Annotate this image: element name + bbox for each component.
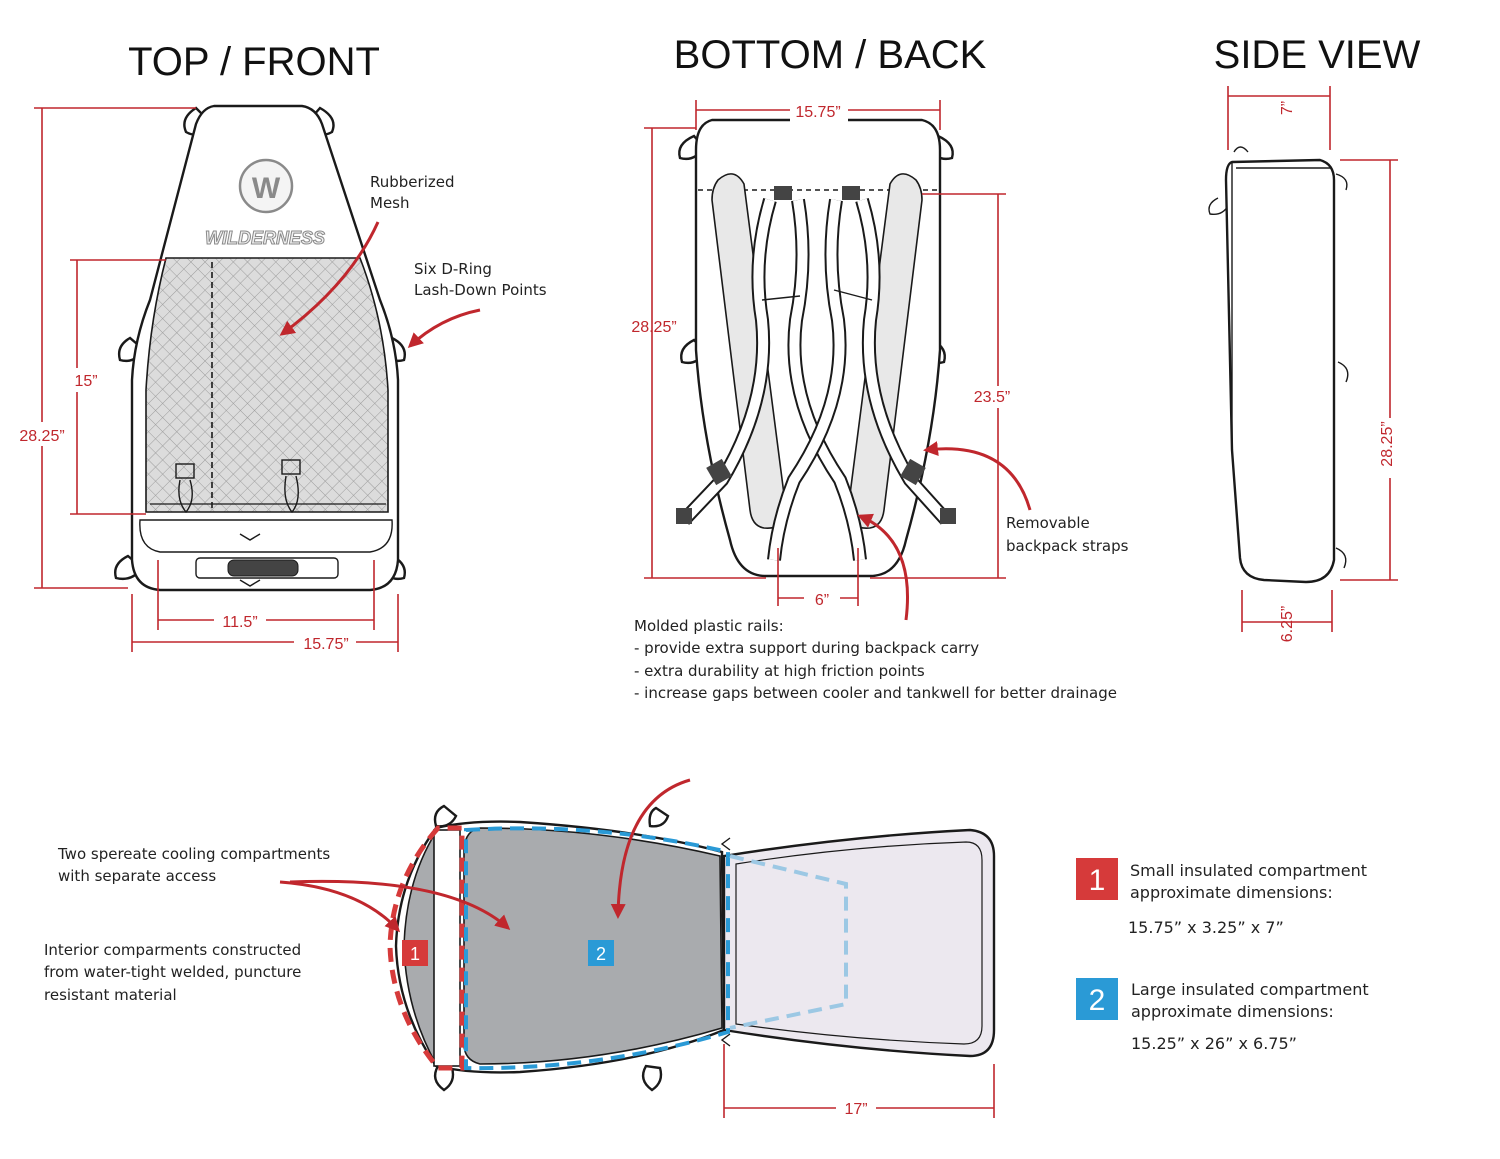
svg-text:approximate dimensions:: approximate dimensions: (1131, 1002, 1334, 1021)
side-view: 7” 28.25” 6.25” (1208, 86, 1402, 642)
back-height-dim: 28.25” (631, 319, 676, 336)
interior-note-line3: resistant material (44, 986, 177, 1004)
cooler-body-side (1224, 158, 1336, 584)
brand-logo: W WILDERNESS (204, 158, 326, 249)
top-height-dim: 28.25” (19, 428, 64, 445)
carry-handle (195, 533, 339, 587)
mesh-callout-line2: Mesh (370, 194, 410, 212)
compartments-note-line1: Two spereate cooling compartments (57, 845, 330, 863)
rails-note-line1: Molded plastic rails: (634, 617, 784, 635)
svg-text:W: W (252, 172, 281, 205)
legend: 1 Small insulated compartment approximat… (1076, 858, 1369, 1053)
svg-text:2: 2 (1089, 984, 1106, 1017)
legend-item-large: 2 Large insulated compartment approximat… (1076, 978, 1369, 1053)
strap-height-dim: 23.5” (974, 389, 1010, 406)
bottom-back-view: 15.75” 28.25” 23.5” 6” Removable backpac… (631, 100, 1129, 702)
bottom-back-title: BOTTOM / BACK (674, 33, 987, 77)
svg-text:WILDERNESS: WILDERNESS (205, 228, 325, 248)
interior-note-line2: from water-tight welded, puncture (44, 963, 301, 981)
straps-callout-line2: backpack straps (1006, 537, 1129, 555)
svg-text:15.25” x 26” x 6.75”: 15.25” x 26” x 6.75” (1131, 1034, 1297, 1053)
marker-small-compartment (402, 940, 428, 966)
top-front-view: W WILDERNESS 28.25” 15” 11.5” (12, 104, 547, 654)
compartments-note-line2: with separate access (58, 867, 216, 885)
dring-callout-line1: Six D-Ring (414, 260, 492, 278)
svg-text:Small insulated compartment: Small insulated compartment (1130, 861, 1367, 880)
rails-note-line2: - provide extra support during backpack … (634, 639, 979, 657)
buckle-icon (175, 459, 301, 514)
rails-note-line4: - increase gaps between cooler and tankw… (634, 684, 1117, 702)
top-front-title: TOP / FRONT (128, 40, 380, 84)
svg-text:2: 2 (596, 944, 606, 964)
side-view-title: SIDE VIEW (1214, 33, 1421, 77)
svg-text:1: 1 (410, 944, 420, 964)
interior-note-line1: Interior comparments constructed (44, 941, 301, 959)
side-height-dim: 28.25” (1379, 421, 1396, 466)
side-bottom-depth-dim: 6.25” (1279, 606, 1296, 642)
backpack-straps (676, 186, 956, 561)
svg-text:15.75” x 3.25” x 7”: 15.75” x 3.25” x 7” (1128, 918, 1284, 937)
rails-note-line3: - extra durability at high friction poin… (634, 662, 925, 680)
plastic-rails (711, 173, 923, 529)
svg-text:approximate dimensions:: approximate dimensions: (1130, 883, 1333, 902)
side-top-depth-dim: 7” (1279, 101, 1296, 115)
top-width-dim: 15.75” (303, 636, 348, 653)
rubberized-mesh-panel (145, 257, 389, 513)
svg-text:Large insulated compartment: Large insulated compartment (1131, 980, 1369, 999)
legend-item-small: 1 Small insulated compartment approximat… (1076, 858, 1367, 937)
back-width-dim: 15.75” (795, 104, 840, 121)
open-lid (722, 828, 996, 1058)
marker-large-compartment (588, 940, 614, 966)
handle-width-dim: 11.5” (222, 614, 257, 631)
open-interior-view: 1 2 Two spereate cooling compartments wi… (44, 778, 996, 1119)
mesh-callout-line1: Rubberized (370, 173, 455, 191)
dring-callout-line2: Lash-Down Points (414, 281, 547, 299)
mesh-height-dim: 15” (74, 373, 97, 390)
straps-callout-line1: Removable (1006, 514, 1090, 532)
rail-gap-dim: 6” (815, 592, 829, 609)
svg-text:1: 1 (1089, 864, 1106, 897)
d-ring-icon (433, 804, 670, 1092)
lid-width-dim: 17” (844, 1101, 867, 1118)
